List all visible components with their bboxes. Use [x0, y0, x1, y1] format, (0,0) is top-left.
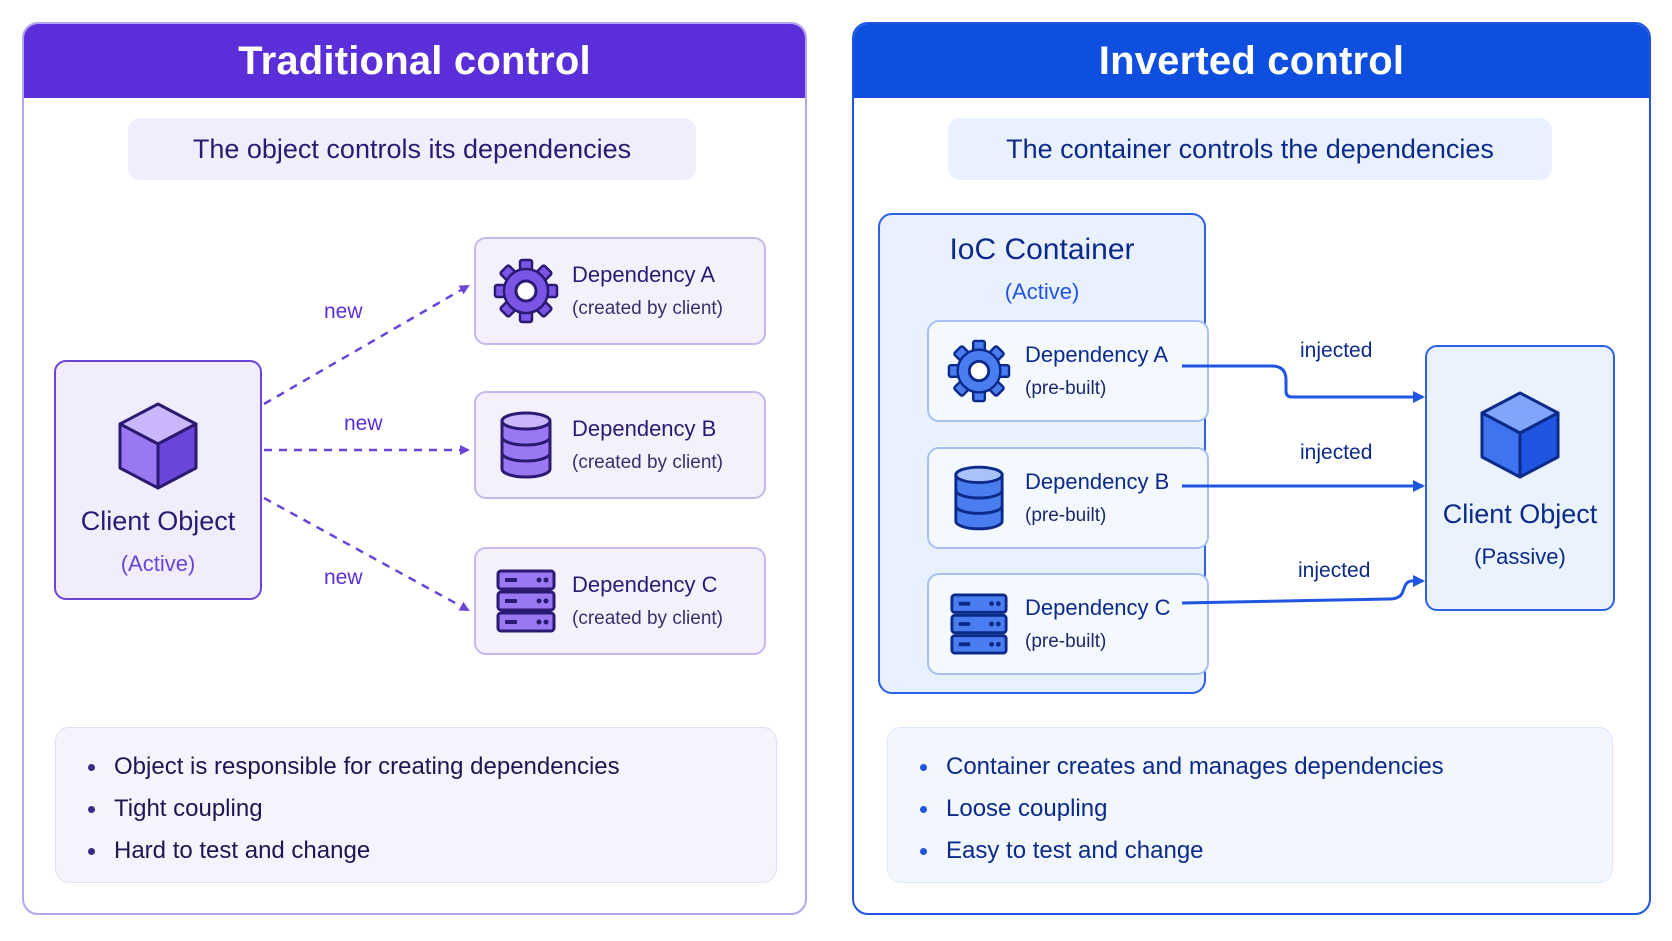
dependency-b-label: Dependency B — [1025, 469, 1170, 494]
cube-icon — [118, 402, 198, 490]
list-item: Tight coupling — [88, 788, 776, 830]
client-object-state: (Passive) — [1474, 544, 1566, 569]
list-item: Easy to test and change — [920, 830, 1612, 872]
list-item: Container creates and manages dependenci… — [920, 746, 1612, 788]
inverted-panel-title: Inverted control — [854, 24, 1649, 98]
server-icon — [496, 569, 556, 633]
dependency-c-note: (pre-built) — [1025, 631, 1107, 652]
inverted-arrows: injected injected injected — [1181, 339, 1425, 605]
traditional-client-object: Client Object (Active) — [54, 360, 262, 600]
dependency-a-note: (pre-built) — [1025, 378, 1107, 399]
gear-icon — [493, 258, 559, 324]
inverted-dependency-c: Dependency C (pre-built) — [927, 573, 1209, 675]
new-arrow-a — [263, 284, 470, 406]
traditional-subtitle: The object controls its dependencies — [128, 118, 696, 180]
dependency-a-note: (created by client) — [572, 298, 724, 319]
list-item: Hard to test and change — [88, 830, 776, 872]
dependency-b-note: (created by client) — [572, 452, 724, 473]
inverted-bullet-list: Container creates and manages dependenci… — [887, 727, 1613, 883]
ioc-container-title: IoC Container — [949, 233, 1135, 266]
inverted-dependency-b: Dependency B (pre-built) — [927, 447, 1209, 549]
dependency-c-label: Dependency C — [572, 572, 718, 597]
traditional-dependency-b: Dependency B (created by client) — [474, 391, 766, 499]
inverted-dependency-a: Dependency A (pre-built) — [927, 320, 1209, 422]
dependency-c-label: Dependency C — [1025, 595, 1171, 620]
client-object-state: (Active) — [120, 551, 196, 576]
traditional-dependency-a: Dependency A (created by client) — [474, 237, 766, 345]
gear-icon — [947, 339, 1011, 403]
inverted-subtitle: The container controls the dependencies — [948, 118, 1552, 180]
inverted-control-panel: Inverted control The container controls … — [852, 22, 1651, 915]
traditional-panel-title: Traditional control — [24, 24, 805, 98]
traditional-arrows: new new new — [263, 284, 470, 612]
ioc-container: IoC Container (Active) — [878, 213, 1209, 694]
dependency-a-label: Dependency A — [1025, 342, 1169, 367]
injected-label-b: injected — [1300, 441, 1372, 464]
traditional-dependency-c: Dependency C (created by client) — [474, 547, 766, 655]
dependency-c-note: (created by client) — [572, 608, 724, 629]
list-item: Object is responsible for creating depen… — [88, 746, 776, 788]
client-object-label: Client Object — [80, 506, 236, 536]
dependency-b-note: (pre-built) — [1025, 505, 1107, 526]
inverted-client-object: Client Object (Passive) — [1425, 345, 1615, 611]
client-object-label: Client Object — [1442, 499, 1598, 529]
new-arrow-c — [263, 496, 470, 612]
database-icon — [500, 411, 552, 479]
injected-label-c: injected — [1298, 559, 1370, 582]
new-label-a: new — [324, 300, 363, 323]
injected-arrow-a — [1182, 364, 1425, 403]
dependency-a-label: Dependency A — [572, 262, 716, 287]
injected-label-a: injected — [1300, 339, 1372, 362]
new-label-c: new — [324, 566, 363, 589]
database-icon — [954, 465, 1004, 531]
new-label-b: new — [344, 412, 383, 435]
server-icon — [950, 593, 1008, 655]
list-item: Loose coupling — [920, 788, 1612, 830]
injected-arrow-c — [1181, 575, 1425, 605]
cube-icon — [1480, 391, 1560, 479]
traditional-control-panel: Traditional control The object controls … — [22, 22, 807, 915]
ioc-container-state: (Active) — [1004, 279, 1080, 304]
traditional-bullet-list: Object is responsible for creating depen… — [55, 727, 777, 883]
dependency-b-label: Dependency B — [572, 416, 717, 441]
